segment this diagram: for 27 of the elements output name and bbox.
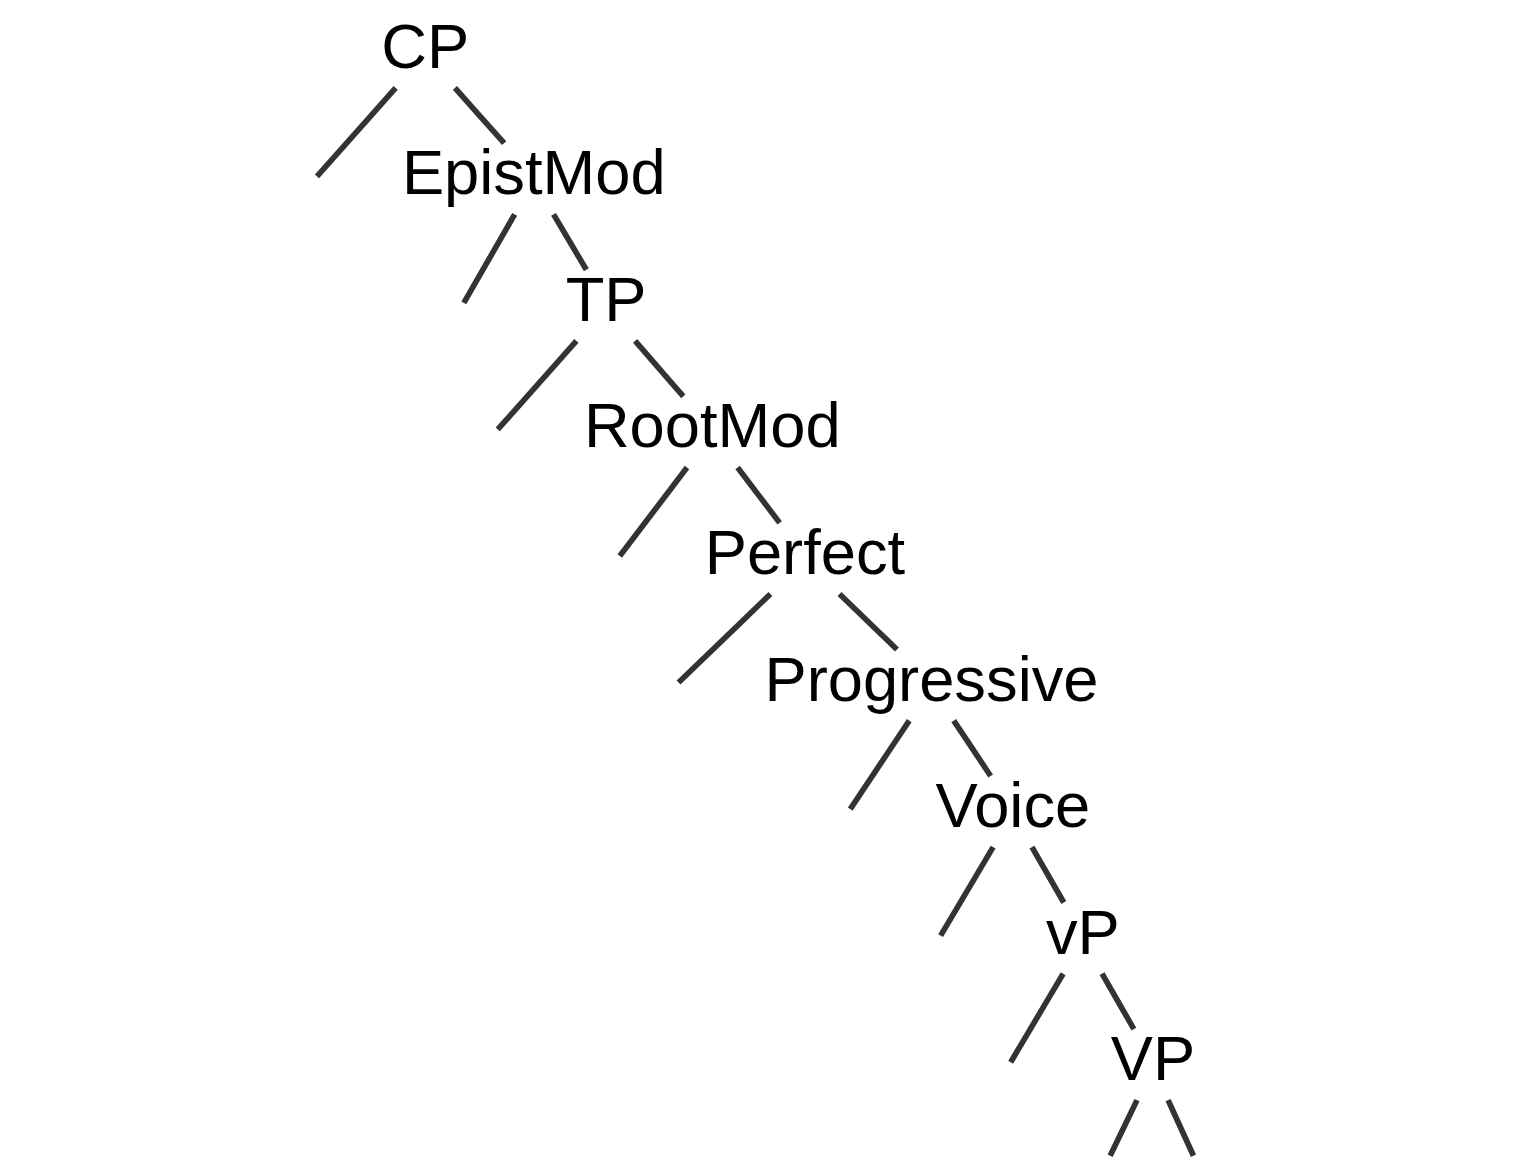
connector bbox=[1029, 845, 1067, 904]
node-text: EpistMod bbox=[401, 137, 666, 208]
connector bbox=[1008, 972, 1066, 1064]
connector bbox=[461, 213, 518, 305]
connector bbox=[632, 339, 686, 399]
connector bbox=[452, 86, 507, 146]
node-text: RootMod bbox=[583, 390, 841, 461]
connector bbox=[1107, 1098, 1140, 1157]
connector bbox=[847, 719, 912, 811]
node-text: Perfect bbox=[704, 517, 906, 588]
node-text: vP bbox=[1045, 896, 1120, 967]
connector bbox=[617, 465, 690, 558]
connector bbox=[495, 339, 579, 432]
node-text: TP bbox=[565, 263, 647, 334]
connector bbox=[676, 592, 773, 685]
node-text: VP bbox=[1110, 1023, 1196, 1094]
connector bbox=[1165, 1098, 1197, 1157]
node-text: Voice bbox=[935, 770, 1091, 841]
node-text: CP bbox=[381, 10, 470, 81]
connector bbox=[837, 592, 899, 652]
connector bbox=[314, 86, 398, 179]
connector bbox=[551, 213, 589, 272]
node-text: Progressive bbox=[764, 643, 1099, 714]
connector bbox=[1099, 972, 1137, 1031]
connector bbox=[938, 845, 996, 938]
connector bbox=[951, 719, 993, 778]
connector bbox=[735, 465, 782, 525]
